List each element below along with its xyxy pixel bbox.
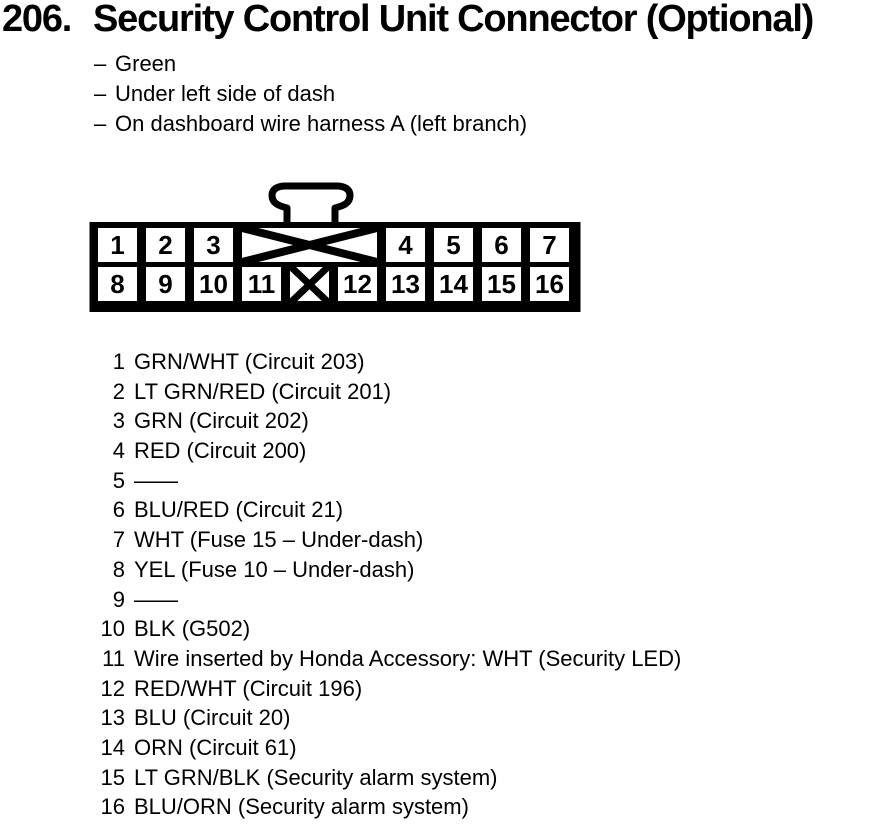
- pin-number: 7: [112, 527, 125, 553]
- pin-desc: ORN (Circuit 61): [134, 734, 297, 760]
- pin-row-3: 3 GRN (Circuit 202): [85, 406, 681, 436]
- pin-row-11: 11 Wire inserted by Honda Accessory: WHT …: [85, 644, 681, 674]
- pin-row-16: 16 BLU/ORN (Security alarm system): [85, 792, 681, 822]
- cavity-1: [98, 228, 137, 262]
- cavity-label-15: 15: [487, 269, 516, 299]
- blocked-cavity-small-x-icon: [286, 262, 333, 307]
- note-text: Green: [115, 51, 177, 76]
- cavity-11: [242, 267, 281, 301]
- pin-number: 15: [100, 764, 125, 790]
- pin-number: 13: [100, 705, 125, 731]
- pin-number: 9: [112, 586, 125, 612]
- pin-desc: ——: [134, 467, 178, 493]
- note-harness: – On dashboard wire harness A (left bran…: [94, 109, 527, 139]
- cavity-3: [194, 228, 233, 262]
- pin-desc: ——: [134, 586, 178, 612]
- cavity-6: [482, 228, 521, 262]
- pin-number: 2: [112, 378, 125, 404]
- cavity-label-8: 8: [110, 269, 124, 299]
- pin-desc: RED/WHT (Circuit 196): [134, 675, 363, 701]
- pin-desc: WHT (Fuse 15 – Under-dash): [134, 527, 424, 553]
- pin-number: 14: [100, 734, 125, 760]
- pin-row-13: 13 BLU (Circuit 20): [85, 703, 681, 733]
- pin-desc: BLU (Circuit 20): [134, 705, 291, 731]
- pin-desc: BLU/ORN (Security alarm system): [134, 794, 469, 820]
- section-title: Security Control Unit Connector (Optiona…: [93, 0, 814, 40]
- cavity-label-4: 4: [398, 230, 413, 260]
- pin-row-9: 9 ——: [85, 585, 681, 615]
- pin-desc: YEL (Fuse 10 – Under-dash): [134, 556, 415, 582]
- cavity-2: [146, 228, 185, 262]
- cavity-label-6: 6: [494, 230, 508, 260]
- cavity-label-16: 16: [535, 269, 564, 299]
- pin-number: 12: [100, 675, 125, 701]
- pin-number: 11: [102, 645, 125, 671]
- cavity-label-1: 1: [110, 230, 124, 260]
- cavity-8: [98, 267, 137, 301]
- pin-number: 5: [112, 467, 125, 493]
- pin-row-4: 4 RED (Circuit 200): [85, 436, 681, 466]
- cavity-16: [530, 267, 569, 301]
- cavity-14: [434, 267, 473, 301]
- cavity-5: [434, 228, 473, 262]
- connector-diagram: 1 2 3 4 5 6 7 8 9 10 11 12 13 14 15 16: [85, 180, 585, 320]
- pin-number: 8: [112, 556, 125, 582]
- pin-desc: BLU/RED (Circuit 21): [134, 497, 344, 523]
- bullet-dash: –: [94, 81, 107, 106]
- note-location: – Under left side of dash: [94, 79, 527, 109]
- cavity-label-10: 10: [199, 269, 228, 299]
- cavity-15: [482, 267, 521, 301]
- cavity-label-9: 9: [158, 269, 172, 299]
- cavity-label-11: 11: [248, 269, 276, 299]
- pin-row-12: 12 RED/WHT (Circuit 196): [85, 674, 681, 704]
- pin-number: 16: [100, 794, 125, 820]
- page-title: 206. Security Control Unit Connector (Op…: [2, 0, 814, 41]
- cavity-label-2: 2: [158, 230, 172, 260]
- cavity-9: [146, 267, 185, 301]
- note-text: Under left side of dash: [115, 81, 336, 106]
- cavity-label-5: 5: [446, 230, 460, 260]
- pin-row-1: 1 GRN/WHT (Circuit 203): [85, 347, 681, 377]
- pin-row-8: 8 YEL (Fuse 10 – Under-dash): [85, 555, 681, 585]
- cavity-label-12: 12: [343, 269, 372, 299]
- section-number: 206.: [2, 0, 72, 40]
- bullet-dash: –: [94, 111, 107, 136]
- cavity-10: [194, 267, 233, 301]
- pin-number: 10: [100, 616, 125, 642]
- pin-desc: Wire inserted by Honda Accessory: WHT (S…: [134, 645, 682, 671]
- pin-row-10: 10 BLK (G502): [85, 614, 681, 644]
- cavity-4: [386, 228, 425, 262]
- pin-desc: RED (Circuit 200): [134, 438, 307, 464]
- cavity-label-3: 3: [206, 230, 220, 260]
- pinout-list: 1 GRN/WHT (Circuit 203) 2 LT GRN/RED (Circ…: [85, 347, 682, 822]
- pin-desc: LT GRN/RED (Circuit 201): [134, 378, 392, 404]
- pin-desc: BLK (G502): [134, 616, 251, 642]
- cavity-13: [386, 267, 425, 301]
- pin-number: 3: [112, 408, 125, 434]
- pin-row-14: 14 ORN (Circuit 61): [85, 733, 681, 763]
- pin-row-15: 15 LT GRN/BLK (Security alarm system): [85, 763, 681, 793]
- pin-row-6: 6 BLU/RED (Circuit 21): [85, 495, 681, 525]
- cavity-label-7: 7: [542, 230, 556, 260]
- cavity-12: [338, 267, 377, 301]
- cavity-7: [530, 228, 569, 262]
- pin-desc: GRN (Circuit 202): [134, 408, 309, 434]
- blocked-cavity-wide-x-icon: [241, 224, 378, 266]
- pin-number: 4: [112, 438, 125, 464]
- connector-notes: – Green – Under left side of dash – On d…: [94, 49, 527, 139]
- pin-desc: LT GRN/BLK (Security alarm system): [134, 764, 498, 790]
- note-text: On dashboard wire harness A (left branch…: [115, 111, 528, 136]
- pin-desc: GRN/WHT (Circuit 203): [134, 349, 365, 374]
- pin-row-7: 7 WHT (Fuse 15 – Under-dash): [85, 525, 681, 555]
- connector-lock-tab: [268, 182, 354, 226]
- pin-row-2: 2 LT GRN/RED (Circuit 201): [85, 377, 681, 407]
- note-color: – Green: [94, 49, 527, 79]
- pin-number: 1: [112, 349, 125, 374]
- bullet-dash: –: [94, 51, 107, 76]
- pin-number: 6: [112, 497, 125, 523]
- cavity-label-14: 14: [439, 269, 468, 299]
- connector-svg: 1 2 3 4 5 6 7 8 9 10 11 12 13 14 15 16: [89, 182, 581, 312]
- cavity-label-13: 13: [391, 269, 420, 299]
- pin-row-5: 5 ——: [85, 466, 681, 496]
